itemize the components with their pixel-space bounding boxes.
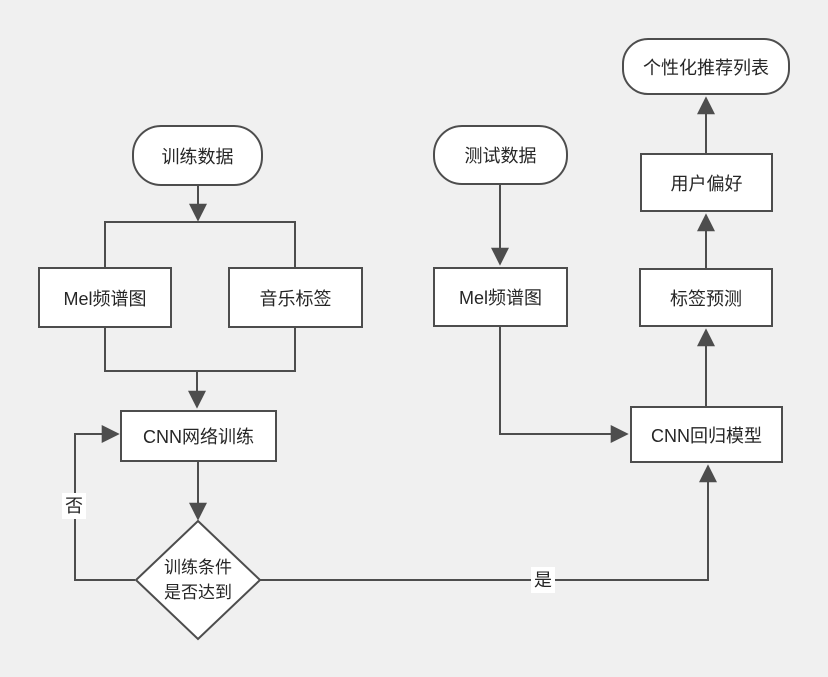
node-music-tags: 音乐标签 <box>228 267 363 328</box>
decision-diamond-shape <box>134 519 262 641</box>
edge-mel-test-to-cnn-model <box>499 327 629 443</box>
edge-label-yes: 是 <box>531 567 555 593</box>
edge-label-no: 否 <box>62 493 86 519</box>
edge-merge-bracket-bottom <box>104 328 296 372</box>
edge-decision-yes-to-cnn-model <box>259 464 717 581</box>
decision-text-line2: 是否达到 <box>164 583 232 602</box>
node-cnn-network-training: CNN网络训练 <box>120 410 277 462</box>
node-user-preference: 用户偏好 <box>640 153 773 212</box>
node-decision-training-condition: 训练条件 是否达到 <box>138 555 258 605</box>
node-test-data: 测试数据 <box>433 125 568 185</box>
node-mel-spectrogram-test: Mel频谱图 <box>433 267 568 327</box>
node-training-data: 训练数据 <box>132 125 263 186</box>
node-tag-prediction: 标签预测 <box>639 268 773 327</box>
decision-text-line1: 训练条件 <box>164 558 232 577</box>
node-cnn-regression-model: CNN回归模型 <box>630 406 783 463</box>
edge-split-bracket-top <box>104 221 296 267</box>
node-mel-spectrogram-train: Mel频谱图 <box>38 267 172 328</box>
node-recommend-list: 个性化推荐列表 <box>622 38 790 95</box>
